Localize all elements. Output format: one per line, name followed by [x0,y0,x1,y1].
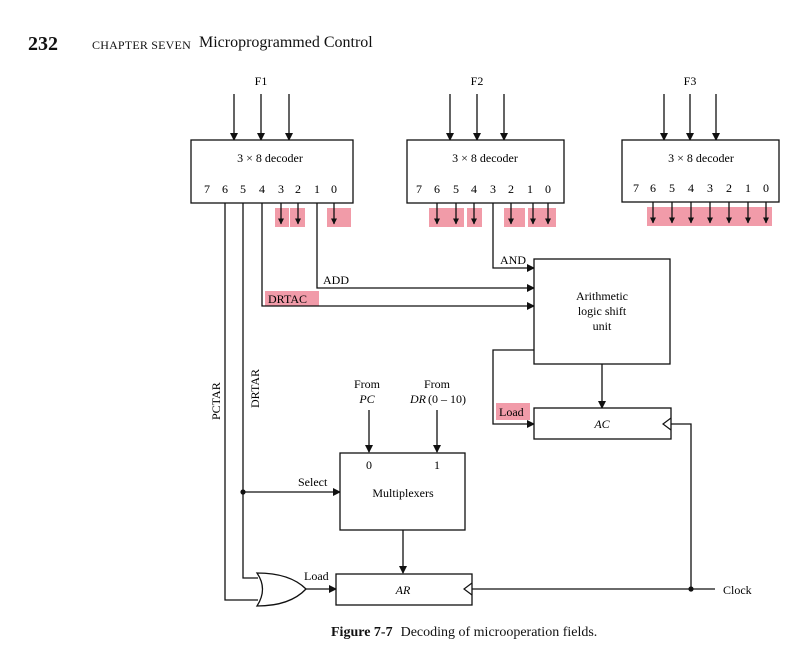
mux-input-1: 1 [434,458,440,472]
decoder-f2: F2 3 × 8 decoder 7 6 5 4 3 2 1 0 [406,74,565,204]
f3-out-4: 4 [688,181,694,195]
figure-number: Figure 7-7 [331,625,393,640]
f3-out-5: 5 [669,181,675,195]
f3-out-7: 7 [633,181,639,195]
decoder-f3-label: 3 × 8 decoder [668,151,734,165]
f2-out-7: 7 [416,182,422,196]
signal-add-label: ADD [323,273,349,287]
signal-drtac-label: DRTAC [268,292,307,306]
signal-load-ac-label: Load [499,405,524,419]
f1-out-1: 1 [314,182,320,196]
from-pc-line2: PC [358,392,375,406]
from-dr-reg: DR [409,392,427,406]
f3-out-0: 0 [763,181,769,195]
f2-out-4: 4 [471,182,477,196]
f3-out-6: 6 [650,181,656,195]
figure-caption: Figure 7-7 Decoding of microoperation fie… [331,625,597,641]
signal-select-label: Select [298,475,328,489]
page-number: 232 [28,33,58,55]
f2-out-3: 3 [490,182,496,196]
field-f1-label: F1 [255,74,268,88]
highlight-f2-out1-0 [528,208,556,227]
f1-out-0: 0 [331,182,337,196]
clock-junction-dot [688,586,694,592]
f2-out-1: 1 [527,182,533,196]
signal-drtar-label: DRTAR [248,369,262,408]
signal-clock-label: Clock [723,583,752,597]
signal-and-label: AND [500,253,526,267]
from-pc-line1: From [354,377,381,391]
f2-out-5: 5 [453,182,459,196]
f1-out-7: 7 [204,182,210,196]
f3-out-2: 2 [726,181,732,195]
highlight-f1-out0 [327,208,351,227]
highlight-drtac-label [265,291,319,306]
f2-out-0: 0 [545,182,551,196]
f2-out-2: 2 [508,182,514,196]
wire-layer [224,94,769,601]
mux-input-0: 0 [366,458,372,472]
mux-label: Multiplexers [372,486,434,500]
chapter-title: Microprogrammed Control [199,34,373,51]
from-dr-range: (0 – 10) [428,392,466,406]
ar-register: AR [335,573,473,606]
alu-line-3: unit [593,319,612,333]
f1-out-6: 6 [222,182,228,196]
decoder-f3: F3 3 × 8 decoder 7 6 5 4 3 2 1 0 [621,74,780,203]
ar-register-label: AR [395,583,411,597]
f1-out-2: 2 [295,182,301,196]
f2-out-6: 6 [434,182,440,196]
alu-line-1: Arithmetic [576,289,628,303]
ac-register-label: AC [593,417,610,431]
f3-out-1: 1 [745,181,751,195]
highlight-layer [265,207,772,420]
figure-caption-text: Decoding of microoperation fields. [400,625,598,640]
multiplexer-block: 0 1 Multiplexers [339,452,466,531]
ac-register: AC [533,407,672,440]
decoder-f2-label: 3 × 8 decoder [452,151,518,165]
highlight-f1-out3 [275,208,289,227]
field-f3-label: F3 [684,74,697,88]
or-gate [255,572,307,607]
signal-load-ar-label: Load [304,569,329,583]
chapter-label: CHAPTER SEVEN [92,38,191,52]
f1-out-4: 4 [259,182,265,196]
decoder-f1-label: 3 × 8 decoder [237,151,303,165]
alu-line-2: logic shift [578,304,627,318]
from-dr-line1: From [424,377,451,391]
highlight-f2-out7-6 [429,208,464,227]
field-f2-label: F2 [471,74,484,88]
signal-pctar-label: PCTAR [209,382,223,420]
highlight-f2-out2 [504,208,525,227]
f1-out-5: 5 [240,182,246,196]
f3-out-3: 3 [707,181,713,195]
alu-block: Arithmetic logic shift unit [533,258,671,365]
f1-out-3: 3 [278,182,284,196]
junction-dots [240,489,694,592]
highlight-load-ac-label [496,403,530,420]
decoder-f1: F1 3 × 8 decoder 7 6 5 4 3 2 1 0 [190,74,354,204]
select-junction-dot [240,489,246,495]
